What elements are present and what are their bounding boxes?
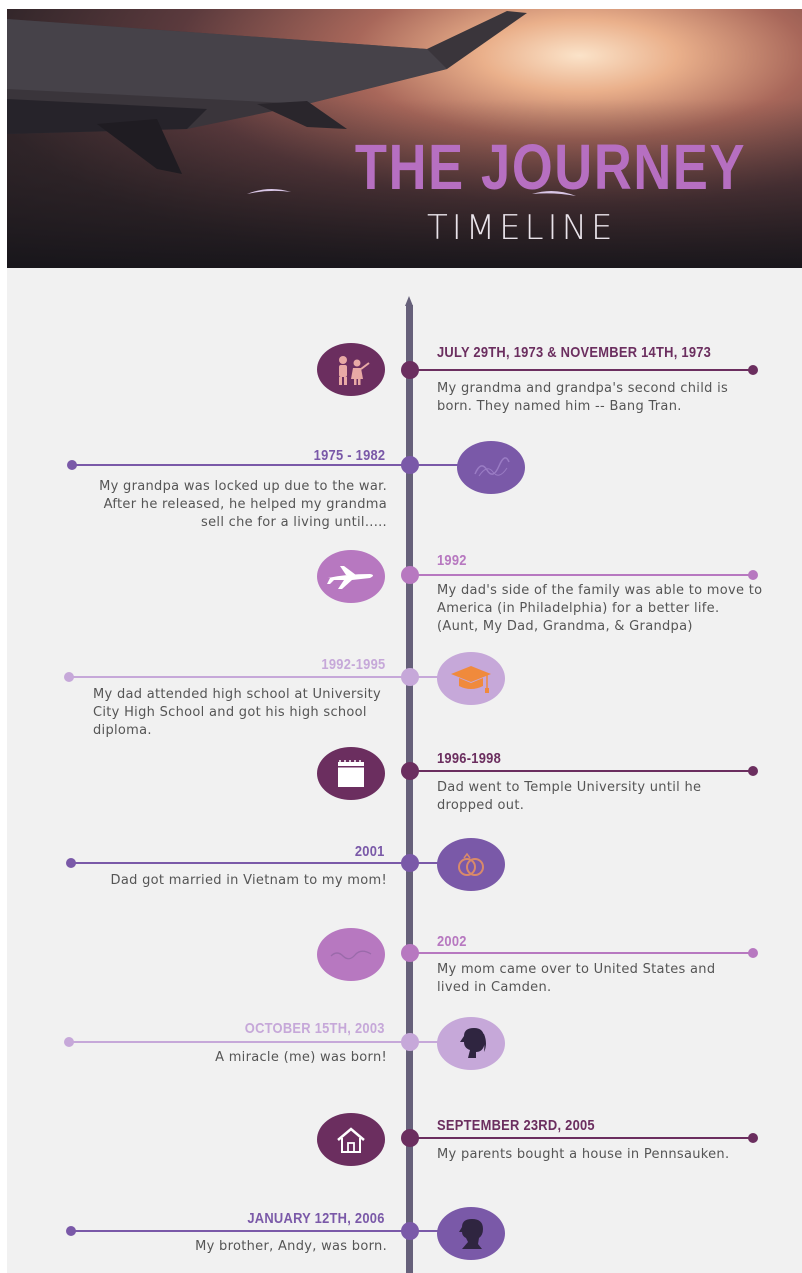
description-line: A miracle (me) was born!: [215, 1050, 387, 1065]
description-line: (Aunt, My Dad, Grandma, & Grandpa): [437, 619, 693, 634]
line-end-dot: [67, 460, 77, 470]
event-date: 2001: [355, 843, 385, 860]
description-line: America (in Philadelphia) for a better l…: [437, 601, 720, 616]
event-date: SEPTEMBER 23RD, 2005: [437, 1117, 595, 1134]
line-end-dot: [66, 858, 76, 868]
event-date: 2002: [437, 933, 467, 950]
scribble-icon: [474, 456, 510, 476]
line-end-dot: [748, 365, 758, 375]
event-description: Dad got married in Vietnam to my mom!: [27, 872, 387, 890]
timeline-spine: [406, 305, 413, 1273]
timeline-node: [401, 1033, 419, 1051]
line-end-dot: [64, 1037, 74, 1047]
line-end-dot: [748, 948, 758, 958]
description-line: lived in Camden.: [437, 980, 552, 995]
connector-line: [410, 1137, 753, 1139]
connector-line: [410, 369, 753, 371]
airplane-icon: [327, 565, 373, 589]
event-date: JANUARY 12TH, 2006: [247, 1210, 385, 1227]
event-icon-circle: [437, 1207, 505, 1260]
event-icon-circle: [317, 1113, 385, 1166]
event-date: JULY 29TH, 1973 & NOVEMBER 14TH, 1973: [437, 344, 712, 361]
page-subtitle: TIMELINE: [427, 208, 617, 248]
girl-silhouette-icon: [460, 1027, 486, 1058]
event-icon-circle: [317, 928, 385, 981]
boy-silhouette-icon: [459, 1218, 483, 1249]
timeline-node: [401, 1222, 419, 1240]
description-line: My grandma and grandpa's second child is: [437, 381, 729, 396]
graduation-cap-icon: [451, 665, 491, 693]
event-date: 1975 - 1982: [313, 447, 385, 464]
children-icon: [339, 355, 370, 385]
line-end-dot: [64, 672, 74, 682]
event-icon-circle: [317, 747, 385, 800]
icon-connector: [418, 464, 458, 466]
description-line: sell che for a living until.....: [201, 515, 387, 530]
line-end-dot: [748, 766, 758, 776]
timeline-node: [401, 1129, 419, 1147]
description-line: diploma.: [93, 723, 152, 738]
event-description: Dad went to Temple University until he d…: [437, 779, 701, 815]
event-icon-circle: [457, 441, 525, 494]
event-icon-circle: [317, 343, 385, 396]
timeline-node: [401, 361, 419, 379]
event-date: 1996-1998: [437, 750, 502, 767]
description-line: born. They named him -- Bang Tran.: [437, 399, 682, 414]
timeline-node: [401, 854, 419, 872]
house-icon: [337, 1126, 365, 1153]
timeline-node: [401, 762, 419, 780]
description-line: My brother, Andy, was born.: [195, 1239, 387, 1254]
line-end-dot: [748, 1133, 758, 1143]
event-description: My mom came over to United States and li…: [437, 961, 715, 997]
description-line: Dad got married in Vietnam to my mom!: [110, 873, 387, 888]
description-line: City High School and got his high school: [93, 705, 367, 720]
line-end-dot: [66, 1226, 76, 1236]
event-description: A miracle (me) was born!: [27, 1049, 387, 1067]
line-end-dot: [748, 570, 758, 580]
swoosh-decoration-right: [532, 190, 576, 196]
description-line: My dad attended high school at Universit…: [93, 687, 382, 702]
connector-line: [410, 952, 753, 954]
connector-line: [410, 770, 753, 772]
description-line: After he released, he helped my grandma: [103, 497, 387, 512]
description-line: Dad went to Temple University until he: [437, 780, 702, 795]
scribble-icon: [330, 950, 372, 959]
timeline-arrow-tip: [405, 296, 413, 306]
event-date: OCTOBER 15TH, 2003: [245, 1020, 385, 1037]
description-line: My mom came over to United States and: [437, 962, 716, 977]
connector-line: [72, 464, 410, 466]
connector-line: [69, 1041, 410, 1043]
event-icon-circle: [317, 550, 385, 603]
page-title: THE JOURNEY: [354, 131, 746, 203]
timeline-node: [401, 944, 419, 962]
event-description: My brother, Andy, was born.: [27, 1238, 387, 1256]
event-description: My dad's side of the family was able to …: [437, 582, 762, 636]
event-description: My dad attended high school at Universit…: [93, 686, 413, 740]
event-description: My grandpa was locked up due to the war.…: [27, 478, 387, 532]
connector-line: [71, 862, 410, 864]
connector-line: [410, 574, 753, 576]
description-line: dropped out.: [437, 798, 525, 813]
connector-line: [71, 1230, 410, 1232]
event-icon-circle: [437, 1017, 505, 1070]
timeline-node: [401, 668, 419, 686]
event-date: 1992-1995: [320, 656, 385, 673]
event-icon-circle: [437, 838, 505, 891]
timeline-node: [401, 456, 419, 474]
event-description: My parents bought a house in Pennsauken.: [437, 1146, 729, 1164]
event-icon-circle: [437, 652, 505, 705]
description-line: My parents bought a house in Pennsauken.: [437, 1147, 730, 1162]
swoosh-decoration-left: [247, 188, 291, 194]
wedding-rings-icon: [458, 852, 484, 876]
airplane-wing-illustration: [7, 11, 802, 268]
timeline-node: [401, 566, 419, 584]
hero-banner: THE JOURNEY TIMELINE: [7, 9, 802, 268]
event-date: 1992: [437, 552, 467, 569]
description-line: My dad's side of the family was able to …: [437, 583, 763, 598]
event-description: My grandma and grandpa's second child is…: [437, 380, 728, 416]
connector-line: [69, 676, 410, 678]
calendar-icon: [338, 759, 364, 787]
description-line: My grandpa was locked up due to the war.: [99, 479, 387, 494]
